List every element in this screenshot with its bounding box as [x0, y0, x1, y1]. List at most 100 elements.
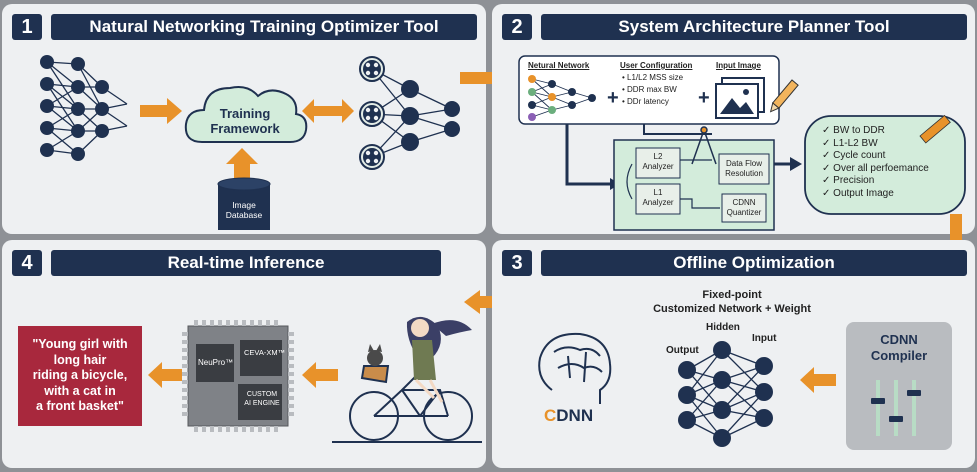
result-item: ✓ Cycle count: [822, 150, 886, 161]
db-label-line1: Image: [232, 200, 256, 210]
panel4-diagram: [148, 316, 482, 443]
untrained-network-edges: [46, 61, 128, 155]
arrow-to-chip: [302, 362, 338, 388]
compiler-line1: CDNN: [880, 332, 918, 347]
mini-network-edges: [531, 78, 593, 118]
user-config-item: • DDR max BW: [622, 85, 677, 94]
panel4-number: 4: [12, 250, 42, 276]
panel1-diagram: [40, 55, 460, 230]
result-item-text: Over all perfoemance: [833, 162, 929, 174]
double-arrow: [302, 99, 354, 123]
layer-input-label: Input: [752, 333, 777, 344]
panel1-number: 1: [12, 14, 42, 40]
arrow-to-result: [148, 362, 182, 388]
chip-neupro-label: NeuPro™: [198, 358, 234, 367]
result-item-text: BW to DDR: [833, 125, 885, 136]
result-line: riding a bicycle,: [32, 368, 128, 383]
arrow-to-cloud: [140, 98, 182, 124]
l1-analyzer-box: [635, 183, 681, 215]
plus-sign-1: +: [607, 87, 619, 109]
inference-result-box: "Young girl with long hair riding a bicy…: [18, 326, 142, 426]
input-image-icon: [715, 77, 765, 119]
panel-architecture-planner: 2 System Architecture Planner Tool + +: [492, 4, 975, 234]
caption-line1: Fixed-point: [702, 289, 762, 301]
chip-custom-label: CUSTOM AI ENGINE: [242, 390, 282, 408]
data-flow-line: Resolution: [725, 169, 763, 178]
cdnn-quantizer-line: CDNN: [732, 198, 756, 207]
cloud-label-line1: Training: [219, 106, 271, 121]
chip-custom-line2: AI ENGINE: [244, 400, 280, 407]
user-config-item: • DDr latency: [622, 97, 669, 106]
panel3-number: 3: [502, 250, 532, 276]
caption-line2: Customized Network + Weight: [653, 303, 811, 315]
result-line: "Young girl with: [32, 337, 128, 352]
results-list: ✓ BW to DDR ✓ L1-L2 BW ✓ Cycle count ✓ O…: [822, 125, 929, 200]
cdnn-logo-c: C: [544, 406, 557, 425]
l2-analyzer-line: L2: [653, 152, 663, 161]
result-item-text: Cycle count: [833, 150, 886, 161]
training-cloud: [184, 86, 308, 143]
mini-network-nodes: [528, 75, 596, 121]
panel2-diagram: + +: [518, 55, 966, 231]
compiler-line2: Compiler: [870, 348, 928, 363]
layer-hidden-label: Hidden: [706, 322, 740, 333]
cdnn-compiler-box: [846, 322, 952, 450]
result-line: a front basket": [36, 399, 124, 414]
panel-training-optimizer: 1 Natural Networking Training Optimizer …: [2, 4, 486, 234]
connector-to-analyzer: [565, 124, 610, 186]
cdnn-logo-text: CDNN: [544, 406, 593, 426]
fixed-point-caption: Fixed-point Customized Network + Weight: [642, 288, 822, 316]
result-item-text: L1-L2 BW: [833, 137, 878, 149]
chip-ceva-label: CEVA-XM™: [244, 348, 286, 357]
panel3-diagram: [538, 322, 952, 450]
cdnn-quantizer-box: [721, 193, 767, 223]
nn-label: Netural Network: [528, 61, 590, 70]
plus-sign-2: +: [698, 87, 710, 109]
image-database: [217, 177, 271, 230]
result-item-text: Output Image: [833, 187, 894, 199]
girl-figure: [406, 316, 472, 403]
panel3-header: 3 Offline Optimization: [502, 250, 967, 276]
cdnn-logo-rest: DNN: [556, 406, 594, 425]
untrained-network-nodes: [40, 55, 109, 161]
panel2-title: System Architecture Planner Tool: [541, 14, 967, 40]
db-label: Image Database: [218, 200, 270, 220]
layer-output-label: Output: [666, 345, 699, 356]
panel1-header: 1 Natural Networking Training Optimizer …: [12, 14, 477, 40]
cdnn-compiler-label: CDNN Compiler: [846, 332, 952, 364]
user-config-title: User Configuration: [620, 61, 693, 70]
user-config-item-text: DDR max BW: [627, 85, 677, 94]
girl-on-bicycle-illustration: [349, 365, 473, 441]
user-config-item-text: DDr latency: [627, 97, 669, 106]
trained-network-edges: [371, 68, 453, 158]
compass-icon: [691, 126, 717, 165]
input-image-label: Input Image: [716, 61, 761, 70]
arrow-from-compiler: [800, 367, 836, 393]
panel-realtime-inference: 4 Real-time Inference "Young girl with l…: [2, 240, 486, 468]
cat-figure: [367, 344, 383, 366]
panel-offline-optimization: 3 Offline Optimization Fixed-point Custo…: [492, 240, 975, 468]
result-item: ✓ BW to DDR: [822, 125, 885, 136]
optimized-network-nodes: [678, 341, 773, 447]
l2-analyzer-line: Analyzer: [642, 162, 674, 171]
panel2-number: 2: [502, 14, 532, 40]
cloud-label-line2: Framework: [210, 121, 280, 136]
db-label-line2: Database: [225, 210, 263, 220]
result-item: ✓ Over all perfoemance: [822, 162, 929, 174]
user-config-list: • L1/L2 MSS size • DDR max BW • DDr late…: [622, 72, 683, 108]
cdnn-quantizer-line: Quantizer: [726, 208, 762, 217]
cdnn-brain-logo: [538, 332, 612, 404]
data-flow-box: [718, 153, 770, 185]
slider-controls: [871, 380, 921, 436]
result-item: ✓ L1-L2 BW: [822, 137, 878, 149]
result-item: ✓ Output Image: [822, 187, 894, 199]
trained-node-dots: [365, 62, 379, 164]
cloud-label: Training Framework: [200, 106, 290, 136]
result-item-text: Precision: [833, 175, 875, 186]
panel2-header: 2 System Architecture Planner Tool: [502, 14, 967, 40]
panel3-title: Offline Optimization: [541, 250, 967, 276]
